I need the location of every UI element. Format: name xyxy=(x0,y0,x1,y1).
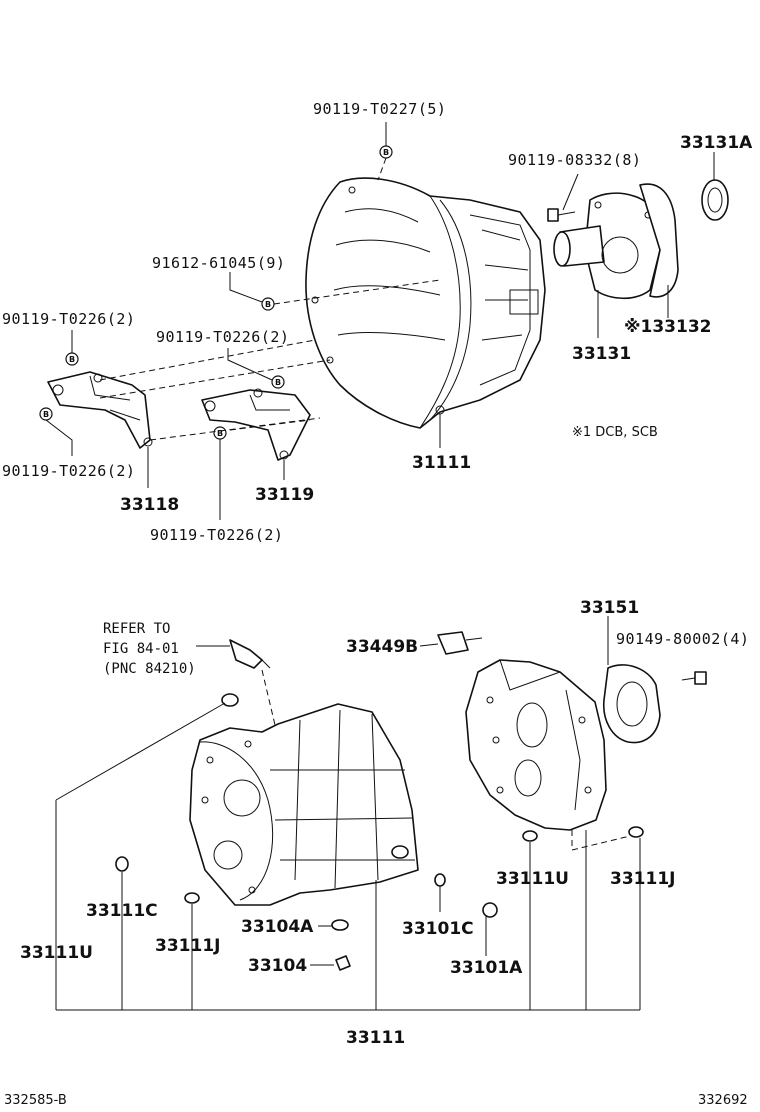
label-bolt-left-top: 90119-T0226(2) xyxy=(2,310,135,328)
plug-33111U-left[interactable] xyxy=(221,693,239,707)
label-33111: 33111 xyxy=(346,1028,405,1048)
leader-lines-upper xyxy=(45,122,715,520)
oil-seal-33131A[interactable] xyxy=(701,179,729,221)
pin-33111C[interactable] xyxy=(115,856,129,872)
label-33101C: 33101C xyxy=(402,919,474,939)
label-33101A: 33101A xyxy=(450,958,523,978)
label-bolt-retainer: 90119-08332(8) xyxy=(508,151,641,169)
bolt-marker-left-top[interactable]: B xyxy=(65,352,79,366)
note-dcb-scb: ※1 DCB, SCB xyxy=(572,425,658,440)
svg-text:B: B xyxy=(265,300,271,309)
label-bolt-mid: 91612-61045(9) xyxy=(152,254,285,272)
speed-sensor[interactable] xyxy=(229,639,271,669)
clutch-housing-31111[interactable] xyxy=(305,177,546,429)
svg-text:B: B xyxy=(69,355,75,364)
svg-text:B: B xyxy=(43,410,49,419)
label-33104: 33104 xyxy=(248,956,307,976)
pin-33111U-right[interactable] xyxy=(522,830,538,842)
label-33111U-right: 33111U xyxy=(496,869,569,889)
plug-33101A[interactable] xyxy=(482,902,498,918)
refer-line-2: FIG 84-01 xyxy=(103,641,179,657)
label-33151: 33151 xyxy=(580,598,639,618)
label-bolt-center: 90119-T0226(2) xyxy=(156,328,289,346)
label-33118: 33118 xyxy=(120,495,179,515)
label-33111U-left: 33111U xyxy=(20,943,93,963)
plug-33101C[interactable] xyxy=(434,873,446,887)
label-bolt-left-bottom: 90119-T0226(2) xyxy=(2,462,135,480)
label-31111: 31111 xyxy=(412,453,471,473)
transmission-case-33111[interactable] xyxy=(189,703,419,906)
diagram-code-right: 332692 xyxy=(698,1093,748,1108)
label-33131A: 33131A xyxy=(680,133,753,153)
bolt-marker-left-bottom[interactable]: B xyxy=(39,407,53,421)
svg-text:B: B xyxy=(383,148,389,157)
label-33111J-left: 33111J xyxy=(155,936,220,956)
bolt-marker-bottom[interactable]: B xyxy=(213,426,227,440)
refer-line-3: (PNC 84210) xyxy=(103,661,196,677)
bearing-retainer-33151[interactable] xyxy=(603,664,661,744)
bolt-marker-top[interactable]: B xyxy=(379,145,393,159)
refer-line-1: REFER TO xyxy=(103,621,170,637)
label-33119: 33119 xyxy=(255,485,314,505)
label-bolt-top: 90119-T0227(5) xyxy=(313,100,446,118)
gasket-33132[interactable] xyxy=(639,183,679,298)
bracket-33119[interactable] xyxy=(201,388,311,461)
transmission-case-33111-rear[interactable] xyxy=(465,659,607,831)
label-bolt-90149: 90149-80002(4) xyxy=(616,630,749,648)
bracket-33118[interactable] xyxy=(47,371,153,449)
bolt-90119-08332[interactable] xyxy=(547,208,576,222)
bolt-marker-mid[interactable]: B xyxy=(261,297,275,311)
bolt-marker-center[interactable]: B xyxy=(271,375,285,389)
label-33104A: 33104A xyxy=(241,917,314,937)
plug-33104[interactable] xyxy=(335,955,351,971)
svg-text:B: B xyxy=(275,378,281,387)
label-33131: 33131 xyxy=(572,344,631,364)
leader-lines-lower xyxy=(55,616,641,1011)
svg-text:B: B xyxy=(217,429,223,438)
front-retainer-33131[interactable] xyxy=(553,192,661,300)
label-33449B: 33449B xyxy=(346,637,418,657)
diagram-code-left: 332585-B xyxy=(4,1093,67,1108)
switch-33449B[interactable] xyxy=(437,631,483,655)
label-33111J-right: 33111J xyxy=(610,869,675,889)
pin-33111J-left[interactable] xyxy=(184,892,200,904)
label-33132: ※133132 xyxy=(624,317,712,337)
label-33111C: 33111C xyxy=(86,901,158,921)
pin-33111J-right[interactable] xyxy=(628,826,644,838)
plug-33104A[interactable] xyxy=(331,919,349,931)
label-bolt-bottom: 90119-T0226(2) xyxy=(150,526,283,544)
bolt-90149-80002[interactable] xyxy=(681,671,707,685)
